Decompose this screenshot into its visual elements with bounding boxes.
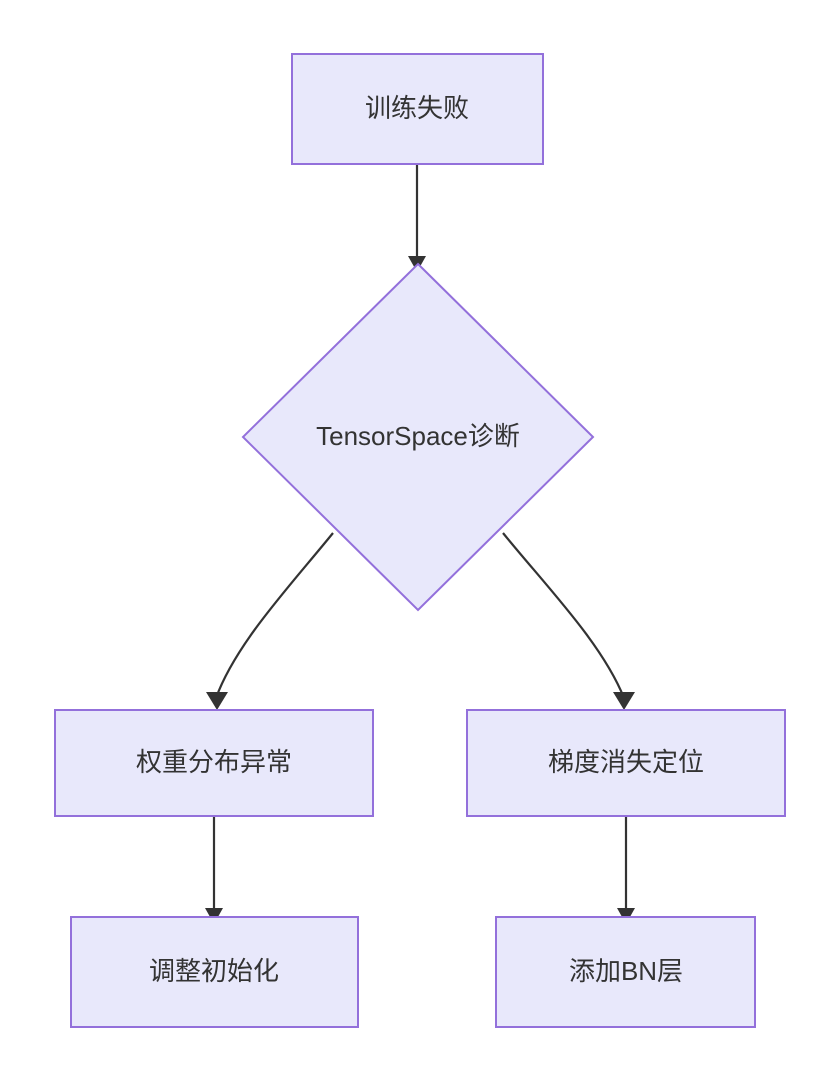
node-tensorspace-diagnosis-label: TensorSpace诊断 <box>316 421 520 451</box>
node-tensorspace-diagnosis-shape[interactable] <box>241 262 595 612</box>
node-add-bn-layer-shape[interactable] <box>495 916 756 1028</box>
node-weight-distribution-anomaly-shape[interactable] <box>54 709 374 817</box>
node-gradient-vanishing-location-shape[interactable] <box>466 709 786 817</box>
node-add-bn-layer-label: 添加BN层 <box>569 956 683 986</box>
node-training-failure[interactable]: 训练失败 <box>291 53 544 165</box>
edge-diagnosis-to-gradient <box>502 532 626 699</box>
node-training-failure-label: 训练失败 <box>365 93 469 123</box>
node-weight-distribution-anomaly-label: 权重分布异常 <box>136 747 292 777</box>
node-weight-distribution-anomaly[interactable]: 权重分布异常 <box>54 709 374 817</box>
node-add-bn-layer[interactable]: 添加BN层 <box>495 916 756 1028</box>
node-tensorspace-diagnosis[interactable]: TensorSpace诊断 <box>241 262 595 612</box>
arrowhead-to-gradient-icon <box>613 692 635 710</box>
node-gradient-vanishing-location[interactable]: 梯度消失定位 <box>466 709 786 817</box>
node-training-failure-shape[interactable] <box>291 53 544 165</box>
arrowhead-to-weight-icon <box>206 692 228 710</box>
node-adjust-initialization[interactable]: 调整初始化 <box>70 916 359 1028</box>
node-adjust-initialization-shape[interactable] <box>70 916 359 1028</box>
node-adjust-initialization-label: 调整初始化 <box>149 956 279 986</box>
edge-diagnosis-to-weight <box>214 532 334 699</box>
edge-layer <box>212 164 628 910</box>
node-gradient-vanishing-location-label: 梯度消失定位 <box>548 747 704 777</box>
